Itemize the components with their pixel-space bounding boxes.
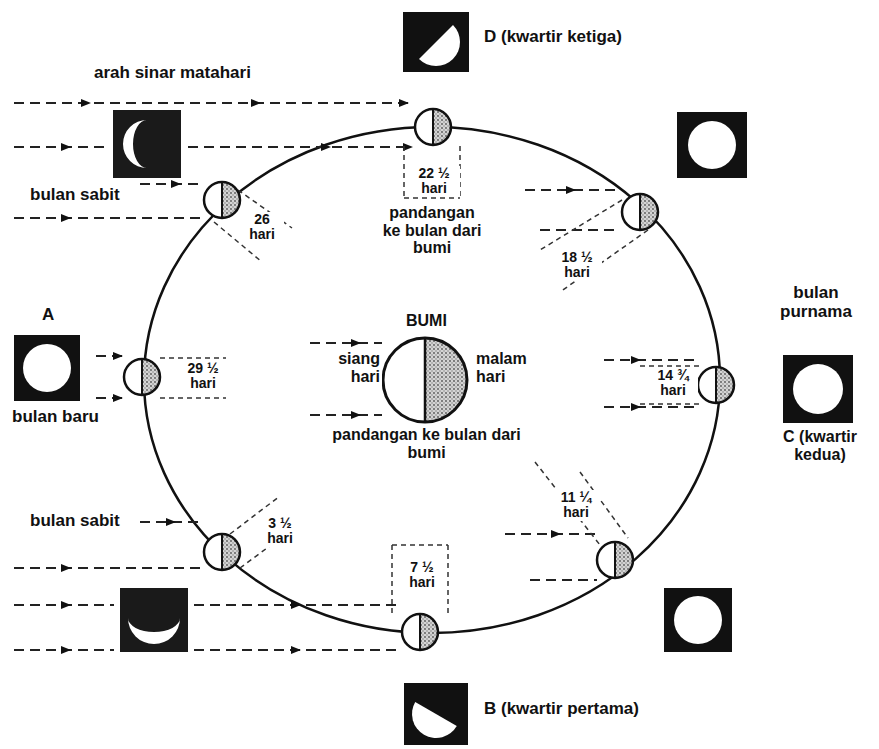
text-label: BUMI <box>404 312 449 330</box>
text-label: D (kwartir ketiga) <box>482 28 624 47</box>
text-label: bulan sabit <box>28 512 122 531</box>
text-label: bulan sabit <box>28 186 122 205</box>
text-label: bulan baru <box>10 408 101 427</box>
text-label: malam hari <box>474 350 540 385</box>
text-label: 29 ½ hari <box>178 361 228 392</box>
text-label: 22 ½ hari <box>408 166 460 197</box>
earth <box>383 338 467 422</box>
text-label: 7 ½ hari <box>398 560 446 591</box>
text-label: 11 ¼ hari <box>552 490 600 521</box>
moon-positions <box>124 109 734 650</box>
text-label: bulan purnama <box>766 284 866 321</box>
view-lines <box>160 146 700 616</box>
text-label: A <box>40 306 56 325</box>
orbit <box>144 127 720 633</box>
text-label: C (kwartir kedua) <box>778 428 862 463</box>
text-label: 14 ¾ hari <box>648 368 698 399</box>
text-label: arah sinar matahari <box>92 64 253 83</box>
text-label: pandangan ke bulan dari bumi <box>378 204 486 257</box>
phase-pictures <box>14 12 853 747</box>
text-label: pandangan ke bulan dari bumi <box>327 426 526 461</box>
text-label: 26 hari <box>240 212 284 243</box>
text-label: 3 ½ hari <box>256 516 304 547</box>
text-label: siang hari <box>322 350 382 385</box>
text-label: 18 ½ hari <box>552 250 602 281</box>
text-label: B (kwartir pertama) <box>482 700 641 719</box>
sunlight-arrows <box>14 103 696 650</box>
